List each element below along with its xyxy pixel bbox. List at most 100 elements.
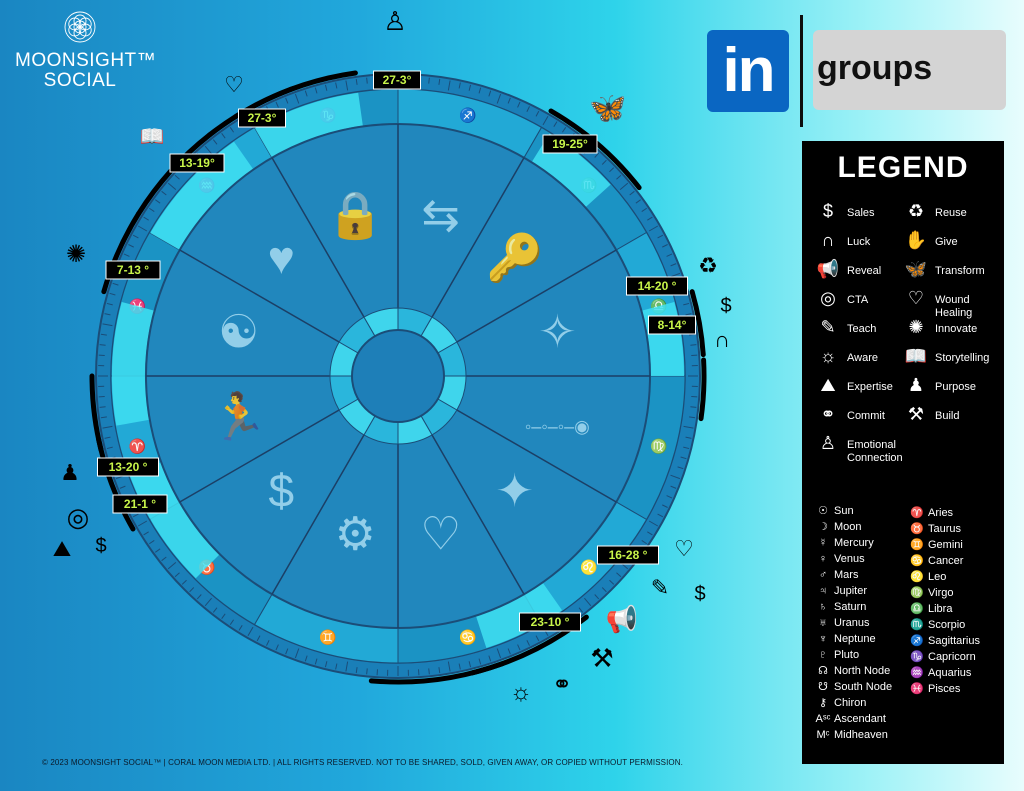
tick-mark <box>275 101 279 108</box>
degree-label-box-leo <box>597 545 659 565</box>
tick-mark <box>609 579 615 585</box>
tick-mark <box>266 640 270 646</box>
legend-label-hammer-pick: Build <box>935 410 960 422</box>
degree-bracket <box>698 357 707 422</box>
tick-mark <box>647 531 653 536</box>
degree-labels: 27-3°19-25°14-20 °8-14°16-28 °23-10 °21-… <box>97 70 696 632</box>
brand-name: MOONSIGHT™ <box>15 50 157 71</box>
degree-label-sagittarius: 19-25° <box>552 137 588 151</box>
zodiac-glyph-aries: ♈ <box>128 438 145 455</box>
tick-mark <box>683 302 690 306</box>
tick-mark <box>683 446 690 450</box>
purpose-person-icon: ♟ <box>907 375 925 395</box>
legend-signs-label: Taurus <box>928 523 962 535</box>
tick-mark <box>104 313 111 316</box>
legend-planets-row: ♂Mars <box>812 567 859 583</box>
summit-icon: ⛰ <box>53 536 71 561</box>
degree-label-box-libra-b <box>648 315 696 335</box>
degree-label-pisces: 7-13 ° <box>117 263 149 277</box>
lightbulb-gear-icon: ✺ <box>908 317 924 337</box>
flower-of-life-icon <box>64 11 96 43</box>
legend-signs-row: ♏Scorpio <box>906 617 965 633</box>
key-icon: 🔑 <box>486 229 543 285</box>
legend-planets-label: Sun <box>834 505 854 517</box>
recycle-icon: ♻ <box>907 201 925 221</box>
leo-glyph-icon: ♌ <box>910 571 924 583</box>
book-icon: 📖 <box>140 126 165 148</box>
purpose-person-icon: ♟ <box>60 460 80 485</box>
tick-mark <box>428 668 430 675</box>
horseshoe-icon: ∩ <box>714 327 730 352</box>
moon-glyph-icon: ☽ <box>818 521 828 533</box>
tick-mark <box>345 80 349 91</box>
mars-glyph-icon: ♂ <box>818 569 828 581</box>
degree-label-libra-b: 8-14° <box>658 318 687 332</box>
legend-planets-row: ♄Saturn <box>812 599 867 615</box>
tick-mark <box>247 626 254 637</box>
tick-mark <box>553 121 558 127</box>
legend-label-horseshoe: Luck <box>847 236 871 248</box>
ring-highlight <box>129 462 220 579</box>
tick-mark <box>294 93 300 104</box>
legend-signs-label: Aries <box>928 507 954 519</box>
legend-planets-row: ☽Moon <box>812 519 861 535</box>
tick-mark <box>670 485 677 489</box>
tick-mark <box>102 425 113 429</box>
legend-signs-label: Scorpio <box>928 619 966 631</box>
venus-glyph-icon: ♀ <box>818 553 828 565</box>
degree-label-box-libra-a <box>626 276 688 296</box>
tick-mark <box>666 495 673 499</box>
meditation-icon: ☯ <box>218 305 259 357</box>
degree-label-top: 27-3° <box>383 73 412 87</box>
tick-mark <box>366 668 368 675</box>
copyright-text: © 2023 MOONSIGHT SOCIAL™ | CORAL MOON ME… <box>42 758 683 767</box>
tick-mark <box>690 344 697 346</box>
tick-mark <box>285 648 289 655</box>
sun-glyph-icon: ☉ <box>818 505 828 517</box>
legend-label-emotional-person: Emotional Connection <box>847 439 903 464</box>
legend-signs-label: Libra <box>928 603 953 615</box>
tick-mark <box>609 167 615 173</box>
tick-mark <box>680 456 687 460</box>
tick-mark <box>468 661 472 668</box>
person-top-icon: ♙ <box>383 6 406 36</box>
tick-mark <box>438 78 441 85</box>
commit-icon: ⚭ <box>552 671 572 698</box>
pluto-glyph-icon: ♇ <box>818 649 828 661</box>
tick-mark <box>238 625 243 631</box>
tick-mark <box>594 594 600 600</box>
legend-signs-label: Capricorn <box>928 651 976 663</box>
tick-mark <box>657 513 664 518</box>
sun-icon: ☼ <box>819 346 837 366</box>
legend-signs-row: ♌Leo <box>906 569 946 585</box>
tick-mark <box>366 77 368 84</box>
legend-signs-row: ♓Pisces <box>906 681 960 697</box>
saturn-glyph-icon: ♄ <box>818 601 828 613</box>
legend-label-target: CTA <box>847 294 869 306</box>
degree-label-box-pisces <box>105 260 161 280</box>
tick-mark <box>535 635 540 642</box>
degree-label-aries-b: 21-1 ° <box>124 497 156 511</box>
tick-mark <box>677 466 684 470</box>
legend-signs-row: ♎Libra <box>906 601 952 617</box>
legend-label-dollar: Sales <box>847 207 875 219</box>
mind-stars-icon: ✧ <box>538 305 577 357</box>
gemini-glyph-icon: ♊ <box>910 539 924 551</box>
legend-planets-row: ♆Neptune <box>812 631 876 647</box>
legend-planets-label: Chiron <box>834 697 867 709</box>
legend-planets-row: ☿Mercury <box>812 535 874 551</box>
tick-mark <box>212 607 218 613</box>
tick-mark <box>428 77 430 84</box>
give-hand-icon: ♡ <box>674 536 694 561</box>
tick-mark <box>294 648 300 659</box>
legend-signs-row: ♊Gemini <box>906 537 963 553</box>
tick-mark <box>137 520 148 527</box>
legend-label-butterfly: Transform <box>935 265 985 277</box>
tick-mark <box>304 90 308 97</box>
legend-planets-row: ☋South Node <box>812 679 892 695</box>
tick-mark <box>335 82 338 89</box>
legend-label-purpose-person: Purpose <box>935 381 976 393</box>
recycle-icon: ♻ <box>698 253 718 278</box>
tick-mark <box>106 302 113 306</box>
south-node-glyph-icon: ☋ <box>818 681 828 693</box>
